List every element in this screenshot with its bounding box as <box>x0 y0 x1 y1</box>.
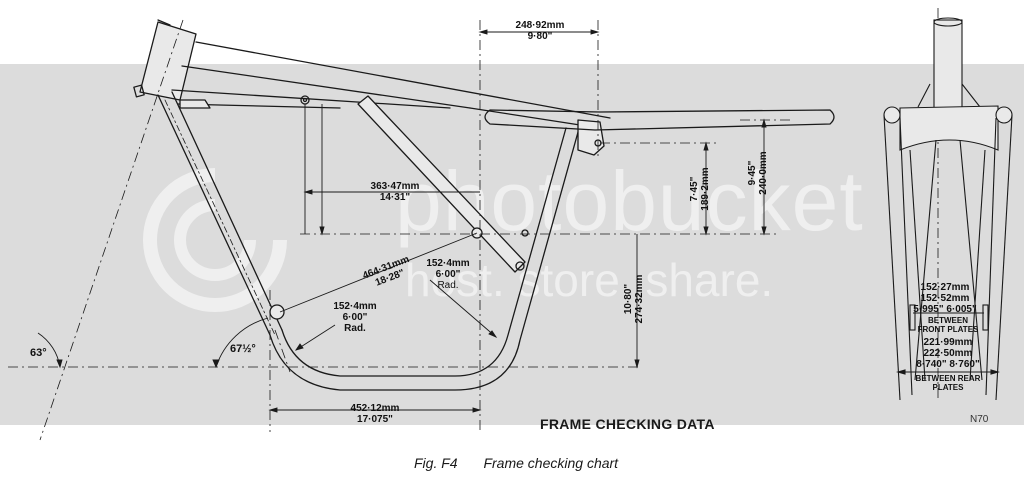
dim-base-length-imperial: 17·075" <box>357 414 393 425</box>
front-plates-label: BETWEEN FRONT PLATES <box>917 316 979 334</box>
dim-radius-front: 152·4mm 6·00" Rad. <box>325 301 385 334</box>
dim-top-width-metric: 248·92mm <box>515 20 565 31</box>
dim-base-length: 452·12mm 17·075" <box>325 403 425 425</box>
rear-plates-label: BETWEEN REAR PLATES <box>900 374 996 392</box>
angle-downtube: 67½° <box>230 343 256 355</box>
dim-rear-height-upper: 7·45" 189·2mm <box>689 149 711 229</box>
dim-pivot-height-metric: 274·32mm <box>634 274 645 324</box>
rear-plates-label-line1: BETWEEN REAR <box>915 374 981 383</box>
dim-rear-height-outer: 9·45" 240·0mm <box>747 133 769 213</box>
rear-plates-label-line2: PLATES <box>932 383 964 392</box>
dim-top-width: 248·92mm 9·80" <box>490 20 590 42</box>
dim-radius-front-metric: 152·4mm <box>333 301 377 312</box>
front-plates-metric-max: 152·52mm <box>920 293 970 304</box>
dim-horizontal-mid: 363·47mm 14·31" <box>345 181 445 203</box>
dim-pivot-height-imperial: 10·80" <box>623 283 634 315</box>
angle-head: 63° <box>30 347 47 359</box>
rear-plates-metric-max: 222·50mm <box>923 348 973 359</box>
dim-horizontal-mid-metric: 363·47mm <box>370 181 420 192</box>
dim-radius-rear-note: Rad. <box>437 280 459 291</box>
front-plates-metric-min: 152·27mm <box>920 282 970 293</box>
drawing-reference: N70 <box>970 414 989 425</box>
rear-plates-imperial: 8·740" 8·760" <box>916 359 980 370</box>
dim-pivot-height: 10·80" 274·32mm <box>623 257 645 341</box>
front-plates-imperial: 5·995" 6·005" <box>913 304 977 315</box>
figure-caption: Fig. F4 Frame checking chart <box>414 455 618 471</box>
dim-horizontal-mid-imperial: 14·31" <box>379 192 411 203</box>
dim-top-width-imperial: 9·80" <box>527 31 553 42</box>
dim-radius-rear: 152·4mm 6·00" Rad. <box>418 258 478 291</box>
headstock <box>133 19 197 101</box>
dim-rear-height-upper-metric: 189·2mm <box>700 167 711 211</box>
dim-rear-height-outer-imperial: 9·45" <box>747 160 758 186</box>
figure-number: Fig. F4 <box>414 455 458 471</box>
front-view-drawing <box>883 17 1013 401</box>
dim-radius-rear-imperial: 6·00" <box>435 269 461 280</box>
figure-caption-text: Frame checking chart <box>483 455 619 471</box>
front-plates-dims: 152·27mm 152·52mm 5·995" 6·005" <box>905 282 985 315</box>
dim-base-length-metric: 452·12mm <box>350 403 400 414</box>
rear-plates-dims: 221·99mm 222·50mm 8·740" 8·760" <box>905 337 991 370</box>
chart-title: FRAME CHECKING DATA <box>540 416 715 432</box>
dim-radius-rear-metric: 152·4mm <box>426 258 470 269</box>
dim-rear-height-outer-metric: 240·0mm <box>758 151 769 195</box>
rear-plates-metric-min: 221·99mm <box>923 337 973 348</box>
dim-rear-height-upper-imperial: 7·45" <box>689 176 700 202</box>
dim-radius-front-note: Rad. <box>344 323 366 334</box>
dim-radius-front-imperial: 6·00" <box>342 312 368 323</box>
